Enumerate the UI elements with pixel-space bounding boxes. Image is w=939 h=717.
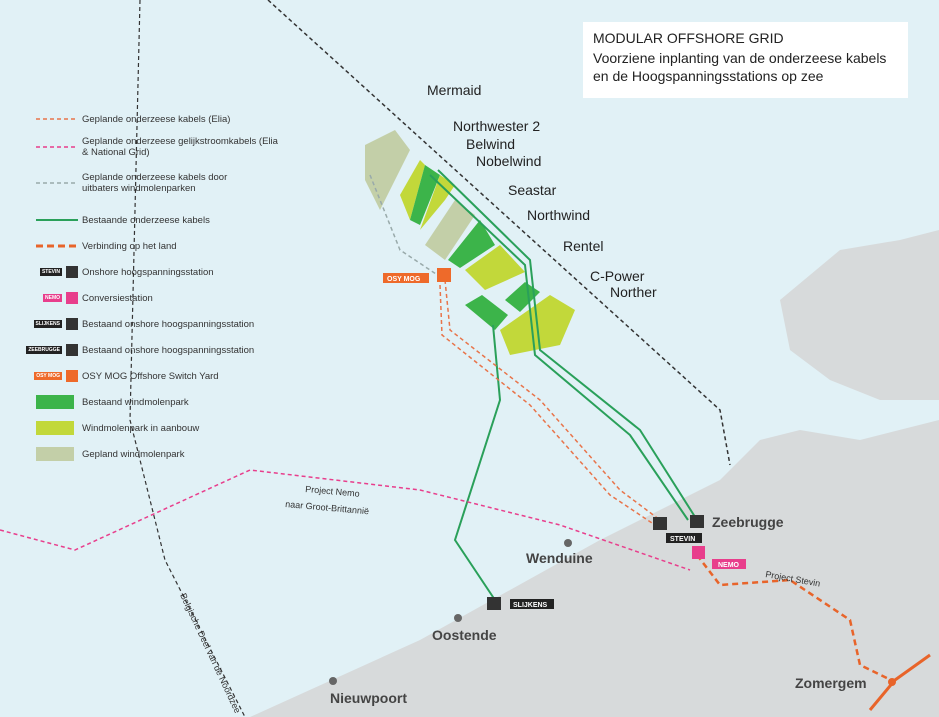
land-belgium [250, 420, 939, 717]
cable-existing-2 [429, 174, 689, 521]
town-zomergem: Zomergem [795, 675, 867, 691]
legend-item: Geplande onderzeese gelijkstroomkabels (… [36, 136, 278, 158]
label-norther: Norther [610, 284, 657, 300]
legend-item: Bestaande onderzeese kabels [36, 214, 210, 226]
park-nobelwind [420, 175, 455, 230]
cable-operators-planned [369, 174, 446, 281]
tag-slijkens: SLIJKENS [513, 602, 548, 609]
label-nemo-uk: naar Groot-Brittannië [285, 499, 370, 516]
map-subtitle-2: en de Hoogspanningsstations op zee [593, 68, 824, 84]
legend-item: Windmolenpark in aanbouw [10, 419, 310, 437]
park-seastar [425, 200, 475, 260]
legend-item: Geplande onderzeese kabels door uitbater… [36, 172, 228, 194]
legend-item: Bestaand windmolenpark [10, 393, 310, 411]
tag-osy-mog: OSY MOG [387, 276, 421, 283]
cable-elia-planned [444, 279, 661, 521]
town-zeebrugge: Zeebrugge [712, 514, 784, 530]
wenduine-dot [564, 539, 572, 547]
label-mermaid: Mermaid [427, 82, 481, 98]
park-northwind [448, 220, 495, 268]
label-cpower: C-Power [590, 268, 645, 284]
town-nieuwpoort: Nieuwpoort [330, 690, 407, 706]
tag-nemo: NEMO [718, 562, 740, 569]
town-oostende: Oostende [432, 627, 497, 643]
cable-existing [437, 169, 698, 521]
stevin-station-icon [690, 515, 704, 528]
tag-stevin: STEVIN [670, 536, 695, 543]
label-seastar: Seastar [508, 182, 557, 198]
osy-mog-icon [437, 268, 451, 282]
label-northwester2: Northwester 2 [453, 118, 540, 134]
cable-elia-planned-2 [439, 284, 656, 526]
cable-stevin-land [696, 554, 896, 684]
slijkens-station-icon [487, 597, 501, 610]
zomergem-dot [888, 678, 896, 686]
park-cpower [505, 282, 540, 312]
border-line [267, 0, 731, 466]
map-title: MODULAR OFFSHORE GRID [593, 30, 784, 46]
label-border: Belgische Deel van de Noordzee [178, 592, 242, 715]
park-northwester2 [400, 160, 425, 220]
land-netherlands [780, 230, 939, 400]
border-line-west [129, 0, 246, 717]
label-nobelwind: Nobelwind [476, 153, 541, 169]
legend-item: Geplande onderzeese kabels (Elia) [36, 113, 231, 125]
oostende-dot [454, 614, 462, 622]
town-wenduine: Wenduine [526, 550, 593, 566]
park-rentel [465, 245, 525, 290]
label-belwind: Belwind [466, 136, 515, 152]
label-rentel: Rentel [563, 238, 603, 254]
legend-item: Verbinding op het land [36, 240, 177, 252]
nemo-station-icon [692, 546, 705, 559]
map-title-box: MODULAR OFFSHORE GRID Voorziene inplanti… [583, 22, 908, 98]
map-subtitle-1: Voorziene inplanting van de onderzeese k… [593, 50, 887, 66]
park-belwind [410, 165, 440, 225]
nieuwpoort-dot [329, 677, 337, 685]
cable-nemo [0, 469, 691, 571]
label-project-nemo: Project Nemo [305, 484, 360, 499]
zeebrugge-station-icon [653, 517, 667, 530]
legend-item: Gepland windmolenpark [10, 445, 310, 463]
label-northwind: Northwind [527, 207, 590, 223]
park-existing-south [465, 295, 508, 330]
cable-existing-oostende [453, 324, 502, 601]
